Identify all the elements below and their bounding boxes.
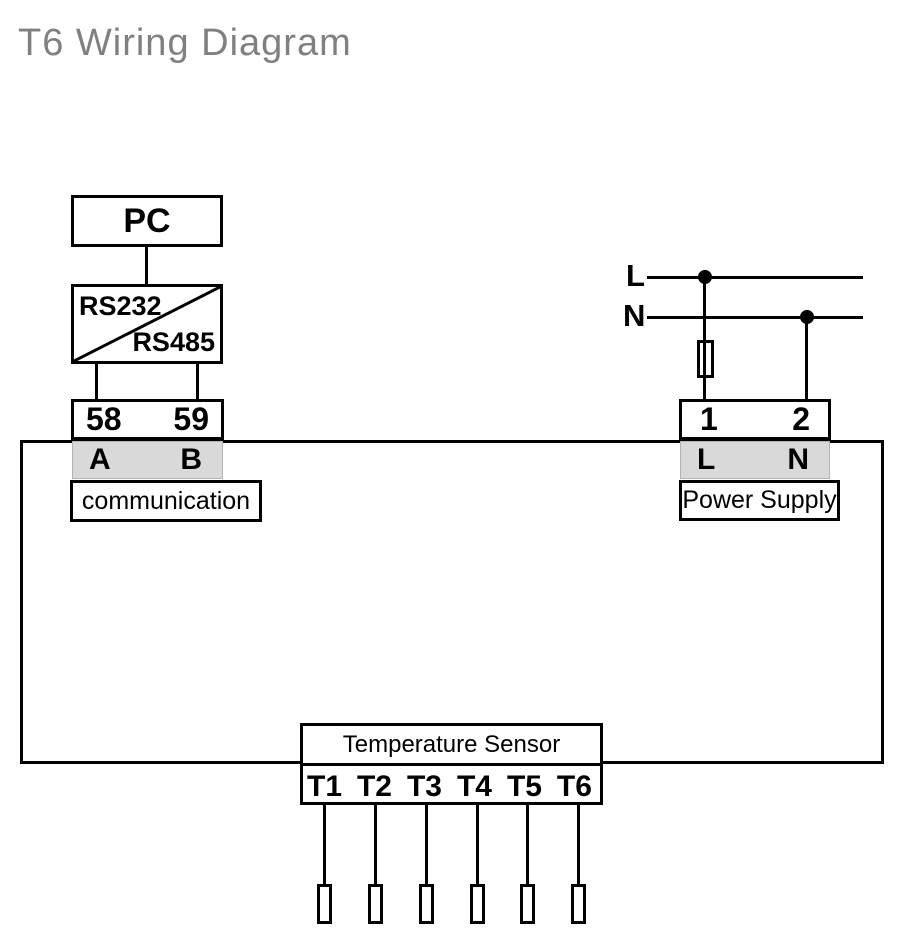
- converter-diagonal-icon: [74, 287, 220, 361]
- sensor-lead-t2: [374, 803, 377, 886]
- sensor-probe-t4: [470, 884, 485, 924]
- comm-pins-box: 58 59: [71, 399, 224, 440]
- neutral-drop-wire: [805, 317, 808, 401]
- comm-port-a: A: [89, 443, 111, 476]
- sensor-pin-t2: T2: [356, 770, 392, 803]
- comm-port-b: B: [180, 443, 202, 476]
- mains-neutral-label: N: [623, 298, 646, 333]
- page-title: T6 Wiring Diagram: [18, 22, 352, 64]
- power-pins-box: 1 2: [679, 399, 831, 440]
- mains-neutral-wire: [647, 316, 863, 319]
- sensor-probe-t5: [520, 884, 535, 924]
- sensor-lead-t1: [323, 803, 326, 886]
- communication-caption: communication: [81, 486, 251, 515]
- converter-pin58-wire: [95, 362, 98, 401]
- sensor-lead-t5: [526, 803, 529, 886]
- live-drop-wire: [703, 277, 706, 401]
- communication-caption-box: communication: [70, 480, 262, 522]
- mains-live-label: L: [626, 258, 645, 293]
- pc-label: PC: [123, 201, 171, 240]
- power-port-n: N: [787, 443, 809, 476]
- sensor-pin-t6: T6: [556, 770, 592, 803]
- converter-box: RS232 RS485: [71, 284, 223, 364]
- comm-pin-59: 59: [173, 401, 209, 437]
- sensor-caption: Temperature Sensor: [303, 726, 600, 766]
- sensor-pins-row: T1 T2 T3 T4 T5 T6: [303, 769, 600, 805]
- comm-ports-box: A B: [72, 441, 223, 479]
- sensor-box: Temperature Sensor T1 T2 T3 T4 T5 T6: [300, 723, 603, 805]
- sensor-pin-t4: T4: [456, 770, 492, 803]
- sensor-lead-t3: [425, 803, 428, 886]
- converter-rs485-label: RS485: [132, 327, 215, 357]
- power-pin-2: 2: [792, 401, 810, 437]
- power-supply-caption: Power Supply: [682, 486, 837, 514]
- sensor-probe-t6: [571, 884, 586, 924]
- fuse-symbol: [697, 340, 714, 378]
- sensor-probe-t1: [317, 884, 332, 924]
- sensor-pin-t1: T1: [307, 770, 343, 803]
- converter-rs232-label: RS232: [79, 291, 162, 321]
- comm-pin-58: 58: [86, 401, 122, 437]
- power-supply-caption-box: Power Supply: [679, 480, 840, 521]
- power-ports-box: L N: [680, 441, 830, 479]
- power-port-l: L: [697, 443, 716, 476]
- sensor-lead-t4: [476, 803, 479, 886]
- pc-box: PC: [71, 195, 223, 247]
- sensor-lead-t6: [577, 803, 580, 886]
- mains-live-wire: [647, 276, 863, 279]
- sensor-probe-t3: [419, 884, 434, 924]
- sensor-pin-t3: T3: [406, 770, 442, 803]
- pc-converter-wire: [145, 246, 148, 286]
- converter-pin59-wire: [196, 362, 199, 401]
- sensor-pin-t5: T5: [506, 770, 542, 803]
- sensor-probe-t2: [368, 884, 383, 924]
- power-pin-1: 1: [700, 401, 718, 437]
